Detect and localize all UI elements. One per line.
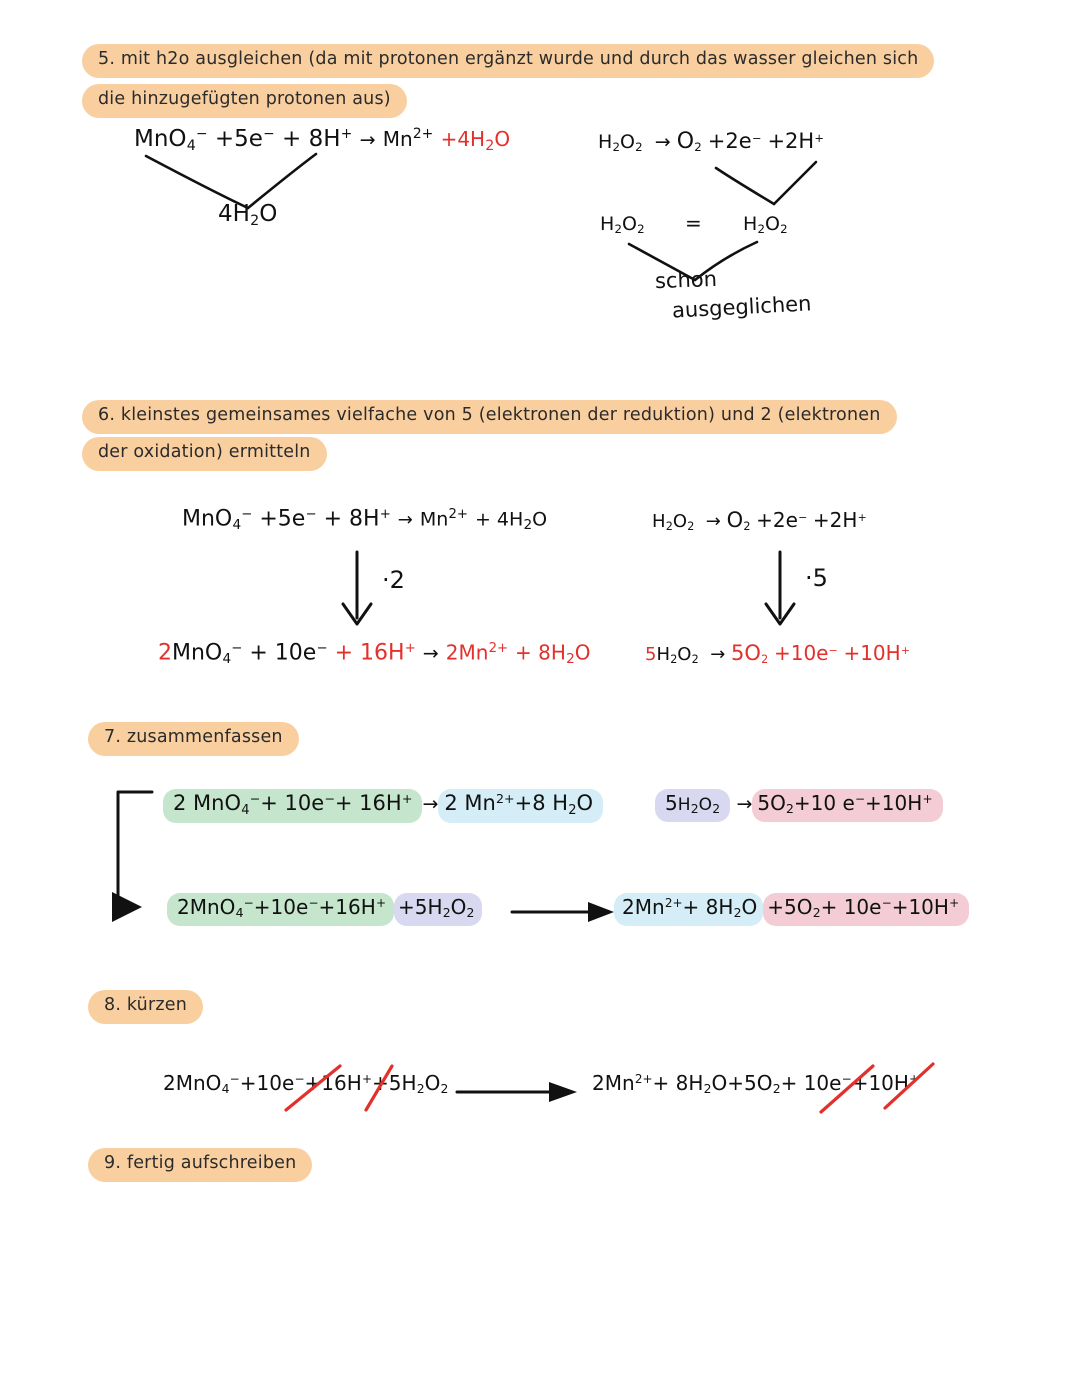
step6-right-multiplier: ·5 <box>805 564 828 592</box>
eq-term-water: + 4H <box>474 508 524 531</box>
eq-arrow: → <box>422 642 439 665</box>
step-6-label-line1: 6. kleinstes gemeinsames vielfache von 5… <box>82 400 897 434</box>
step7-bracket-connector <box>108 788 178 928</box>
step-5-label-line2: die hinzugefügten protonen aus) <box>82 84 407 118</box>
highlight-purple-peroxide: 5H2O2 <box>655 789 731 822</box>
eq-term-protons: + 8H <box>323 506 380 532</box>
step6-left-multiplier: ·2 <box>382 566 405 594</box>
strike-10e-left <box>282 1062 346 1116</box>
eq-arrow: → <box>359 129 376 151</box>
strike-16h-left <box>362 1062 398 1116</box>
eq-term-water-red: +4H <box>440 127 486 151</box>
step8-left-equation: 2MnO4−+10e−+16H++5H2O2 <box>163 1071 449 1097</box>
eq-term-electrons: +5e <box>259 506 306 532</box>
step-7-label: 7. zusammenfassen <box>88 722 299 756</box>
eq-term-electrons-struck: + 10e− <box>780 1071 852 1095</box>
step5-right-connector <box>712 158 872 230</box>
eq-arrow: → <box>710 644 726 665</box>
eq-term-o2: O <box>726 508 744 532</box>
step6-left-down-arrow <box>335 548 395 638</box>
eq-term-2h: +2H <box>767 129 815 153</box>
step6-left-bottom-equation: 2MnO4− + 10e− + 16H+ → 2Mn2+ + 8H2O <box>158 640 591 668</box>
step8-right-equation: 2Mn2++ 8H2O+5O2+ 10e−+10H+ <box>592 1071 920 1097</box>
step-9-label: 9. fertig aufschreiben <box>88 1148 313 1182</box>
eq-term-water: + 8H <box>515 640 566 665</box>
eq-term-permanganate: 2MnO <box>163 1071 222 1095</box>
step5-right-equals-sign: = <box>685 211 702 235</box>
strike-10e-right <box>817 1062 879 1118</box>
step-6-label-line2: der oxidation) ermitteln <box>82 437 327 471</box>
eq-arrow: → <box>654 131 671 153</box>
step5-right-balance-left: H2O2 <box>600 213 645 237</box>
step7-row2-right: 2Mn2++ 8H2O +5O2+ 10e−+10H+ <box>614 893 970 926</box>
highlight-green-reduction-combined: 2MnO4−+10e−+16H+ <box>167 893 394 926</box>
step5-right-note-connector <box>625 240 795 300</box>
step7-row1-right: 5H2O2 → 5O2+10 e−+10H+ <box>655 789 943 822</box>
eq-term-water: + 8H <box>652 1071 704 1095</box>
step5-note-line1: schon <box>654 266 718 294</box>
highlight-green-reduction: 2 MnO4−+ 10e−+ 16H+ <box>163 789 423 823</box>
eq-arrow: → <box>736 793 753 815</box>
eq-term-2e: +2e <box>707 129 752 153</box>
eq-term-h2o2: H <box>598 131 613 153</box>
highlight-blue-products: 2 Mn2++8 H2O <box>438 789 604 823</box>
step5-right-balance-right: H2O2 <box>743 213 788 237</box>
eq-term-o2: O <box>676 129 695 154</box>
eq-term-2e: +2e <box>756 508 798 532</box>
eq-term-electrons: +5e <box>214 126 263 152</box>
step-5-label-line1: 5. mit h2o ausgleichen (da mit protonen … <box>82 44 935 78</box>
step7-row2-left: 2MnO4−+10e−+16H+ +5H2O2 <box>167 893 483 926</box>
eq-arrow: → <box>422 793 439 815</box>
step5-right-equation: H2O2 → O2 +2e− +2H+ <box>598 129 824 155</box>
eq-term-h2o2: H <box>652 511 666 532</box>
eq-term-manganese: Mn <box>419 508 449 531</box>
highlight-purple-peroxide-combined: +5H2O2 <box>394 893 483 926</box>
eq-arrow: → <box>705 511 721 532</box>
step5-note-line2: ausgeglichen <box>671 291 812 323</box>
eq-term-10h: +10H <box>843 641 901 665</box>
highlight-blue-products-combined: 2Mn2++ 8H2O <box>614 893 764 926</box>
eq-term-2h: +2H <box>812 508 858 532</box>
eq-term-protons-struck: +16H+ <box>304 1071 373 1095</box>
eq-term-protons: + 8H <box>281 126 341 152</box>
step7-row1-left: 2 MnO4−+ 10e−+ 16H+ → 2 Mn2++8 H2O <box>163 789 604 823</box>
step6-right-top-equation: H2O2 → O2 +2e− +2H+ <box>652 508 867 534</box>
eq-term-permanganate: MnO <box>172 640 223 666</box>
step6-right-bottom-equation: 5H2O2 → 5O2 +10e− +10H+ <box>645 641 910 667</box>
eq-term-protons: + 16H <box>334 640 405 666</box>
highlight-pink-oxidation: 5O2+10 e−+10H+ <box>752 789 943 822</box>
step-8-label: 8. kürzen <box>88 990 203 1024</box>
step7-row2-long-arrow <box>510 898 620 928</box>
step5-left-equation: MnO4− +5e− + 8H+ → Mn2+ +4H2O <box>134 126 511 154</box>
eq-term-permanganate: MnO <box>182 506 233 532</box>
highlight-pink-oxidation-combined: +5O2+ 10e−+10H+ <box>763 893 970 926</box>
step6-right-down-arrow <box>758 548 818 638</box>
eq-term-electrons: + 10e <box>249 640 317 666</box>
eq-term-permanganate: MnO <box>134 126 187 152</box>
step5-left-annotation: 4H2O <box>218 201 278 229</box>
eq-term-o2: 5O <box>731 641 761 665</box>
eq-term-manganese: 2Mn <box>445 640 489 665</box>
eq-term-manganese: Mn <box>382 127 413 151</box>
step8-long-arrow <box>455 1078 585 1108</box>
step5-left-connector <box>140 150 380 222</box>
eq-term-oxygen: +5O <box>727 1071 773 1095</box>
eq-term-manganese: 2Mn <box>592 1071 635 1095</box>
strike-10h-right <box>883 1060 939 1116</box>
eq-arrow: → <box>397 509 413 531</box>
step6-left-top-equation: MnO4− +5e− + 8H+ → Mn2+ + 4H2O <box>182 506 548 534</box>
eq-term-10e: +10e <box>773 641 829 665</box>
annotation-water: 4H <box>218 201 250 227</box>
eq-term-electrons-struck: +10e− <box>239 1071 305 1095</box>
